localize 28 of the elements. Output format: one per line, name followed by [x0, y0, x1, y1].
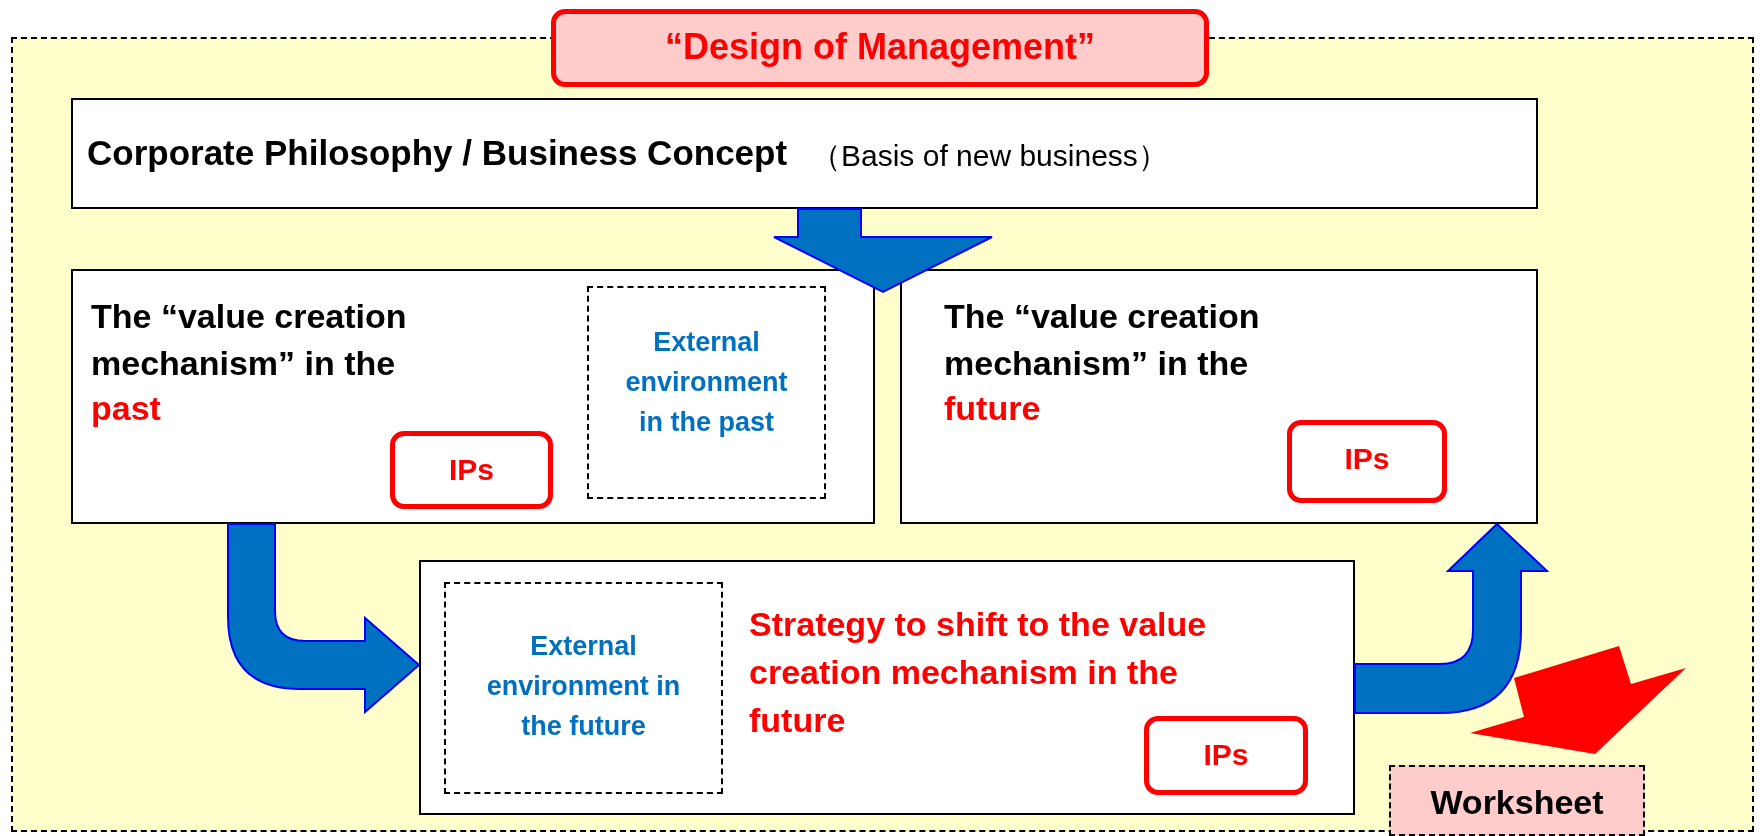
ips-label: IPs [448, 453, 495, 487]
period-text: past [91, 389, 161, 428]
block-arrow [1470, 646, 1686, 754]
period-text: future [944, 389, 1041, 428]
mechanism-text: The “value creation mechanism” in the [944, 296, 1261, 384]
content-box [71, 98, 1538, 209]
dashed-box [587, 286, 826, 499]
block-arrow [227, 523, 420, 713]
content-box [900, 269, 1538, 524]
title-text: “Design of Management” [663, 26, 1097, 68]
environment-text: External environment in the future [485, 630, 682, 743]
content-box [71, 269, 875, 524]
subheading-text: （Basis of new business） [811, 138, 1168, 174]
dashed-box [444, 582, 723, 794]
environment-text: External environment in the past [624, 326, 789, 439]
heading-text: Corporate Philosophy / Business Concept [87, 133, 788, 173]
ips-label: IPs [1343, 442, 1391, 476]
strategy-text: Strategy to shift to the value creation mechanism in the future [749, 604, 1208, 741]
ips-box [390, 431, 553, 509]
block-arrow [1354, 523, 1548, 714]
content-box [419, 560, 1355, 815]
ips-box [1287, 420, 1447, 503]
block-arrow [773, 208, 993, 294]
worksheet-label: Worksheet [1429, 783, 1605, 822]
ips-box [1144, 716, 1308, 795]
mechanism-text: The “value creation mechanism” in the [91, 296, 408, 384]
ips-label: IPs [1202, 738, 1250, 772]
title-box [551, 9, 1209, 87]
